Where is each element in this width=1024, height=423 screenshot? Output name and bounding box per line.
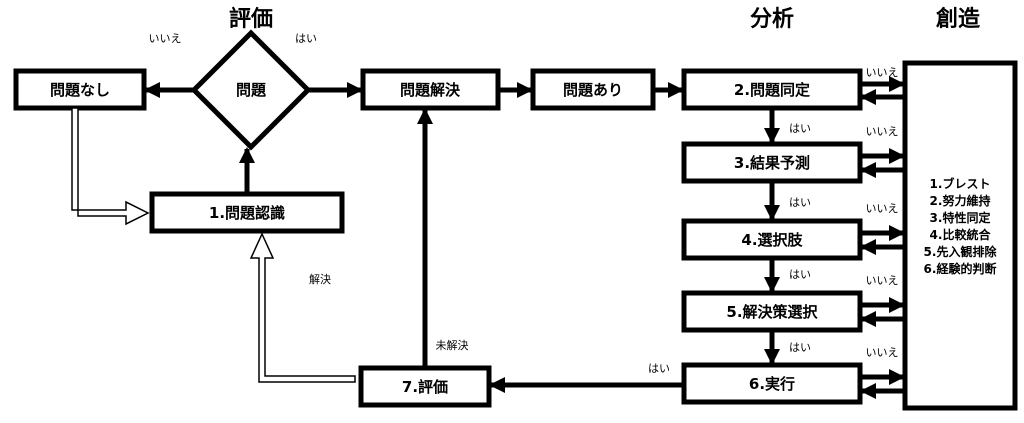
edge-label-no: いいえ <box>866 66 899 79</box>
creation-link-options <box>860 225 905 255</box>
node-execute-label: 6.実行 <box>749 375 795 393</box>
node-recognition-label: 1.問題認識 <box>209 204 285 222</box>
creation-item: 4.比較統合 <box>930 227 992 242</box>
edge-label-no: いいえ <box>866 125 899 138</box>
edge-label-yes: はい <box>648 362 670 375</box>
node-recognition: 1.問題認識 <box>149 191 345 234</box>
edge-label-no: いいえ <box>866 274 899 287</box>
node-options-label: 4.選択肢 <box>741 231 803 249</box>
creation-box: 1.ブレスト 2.努力維持 3.特性同定 4.比較統合 5.先入観排除 6.経験… <box>902 60 1018 411</box>
node-evaluate: 7.評価 <box>358 365 492 408</box>
node-problem-exists-label: 問題あり <box>563 81 623 99</box>
creation-link-execute <box>860 369 905 399</box>
problem-decision-label: 問題 <box>236 81 267 99</box>
node-problem-exists: 問題あり <box>530 68 656 111</box>
edge-label-unsolved: 未解決 <box>436 338 469 352</box>
node-prediction: 3.結果予測 <box>681 141 863 184</box>
creation-item: 1.ブレスト <box>930 176 991 191</box>
edge-label-no: いいえ <box>149 32 182 45</box>
creation-item: 5.先入観排除 <box>924 244 998 259</box>
node-problem-solving: 問題解決 <box>360 68 501 111</box>
node-problem-solving-label: 問題解決 <box>400 81 461 99</box>
edge-label-yes: はい <box>295 32 317 45</box>
node-select-solution: 5.解決策選択 <box>681 290 863 333</box>
edge-label-yes: はい <box>789 268 811 281</box>
heading-evaluation: 評価 <box>229 6 273 32</box>
edge-label-no: いいえ <box>866 346 899 359</box>
edge-label-yes: はい <box>789 341 811 354</box>
edge-label-no: いいえ <box>866 202 899 215</box>
creation-item: 6.経験的判断 <box>924 261 997 276</box>
node-execute: 6.実行 <box>681 362 863 405</box>
heading-analysis: 分析 <box>750 7 794 32</box>
hollow-arrow-no-problem-to-recognition <box>71 107 150 226</box>
node-identification-label: 2.問題同定 <box>734 81 810 99</box>
edge-label-yes: はい <box>789 196 811 209</box>
hollow-arrow-evaluate-to-recognition <box>249 232 356 383</box>
creation-link-select-solution <box>860 297 905 327</box>
problem-decision: 問題 <box>190 29 312 151</box>
edge-label-yes: はい <box>789 122 811 135</box>
creation-item: 2.努力維持 <box>930 193 991 208</box>
node-no-problem: 問題なし <box>13 68 147 111</box>
node-prediction-label: 3.結果予測 <box>734 154 810 172</box>
node-no-problem-label: 問題なし <box>50 81 110 99</box>
heading-creation: 創造 <box>936 7 980 32</box>
creation-item: 3.特性同定 <box>930 210 991 225</box>
creation-link-identification <box>860 76 905 105</box>
edge-label-solved: 解決 <box>309 272 331 286</box>
node-evaluate-label: 7.評価 <box>402 378 448 396</box>
creation-link-prediction <box>860 148 905 178</box>
node-identification: 2.問題同定 <box>681 68 863 111</box>
node-select-solution-label: 5.解決策選択 <box>726 303 818 321</box>
node-options: 4.選択肢 <box>681 218 863 261</box>
